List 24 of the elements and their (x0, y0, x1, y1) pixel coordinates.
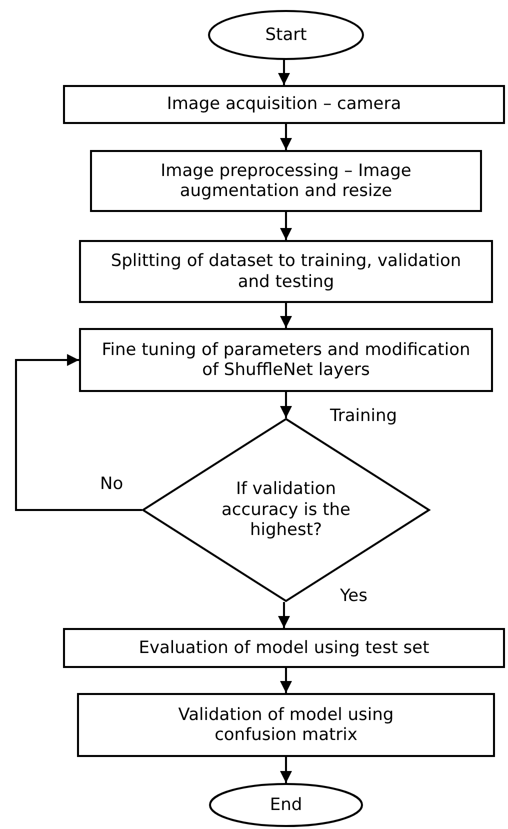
arrow (280, 212, 292, 240)
process-box (63, 628, 505, 668)
arrow (280, 303, 292, 328)
arrow (280, 757, 292, 783)
arrow (278, 60, 290, 85)
node-text: Image acquisition – camera (166, 94, 402, 115)
node-text: Fine tuning of parameters and modification of ShuffleNet layers (100, 340, 472, 380)
process-box (79, 328, 493, 392)
arrow (280, 668, 292, 693)
arrow (280, 124, 292, 150)
node-text: Evaluation of model using test set (138, 638, 430, 658)
process-box (90, 150, 482, 212)
node-text: Validation of model using confusion matrix (177, 704, 395, 746)
node-text: If validation accuracy is the highest? (221, 479, 351, 541)
node-text: Start (265, 24, 307, 46)
arrow (15, 354, 142, 511)
process-box (63, 85, 505, 124)
node-text: Splitting of dataset to training, validation and testing (110, 251, 462, 292)
process-box (77, 693, 495, 757)
node-text: End (270, 794, 302, 816)
process-box (79, 240, 493, 303)
node-text: Image preprocessing – Image augmentation and resize (160, 160, 412, 202)
arrow (280, 392, 292, 418)
arrow (278, 602, 290, 628)
